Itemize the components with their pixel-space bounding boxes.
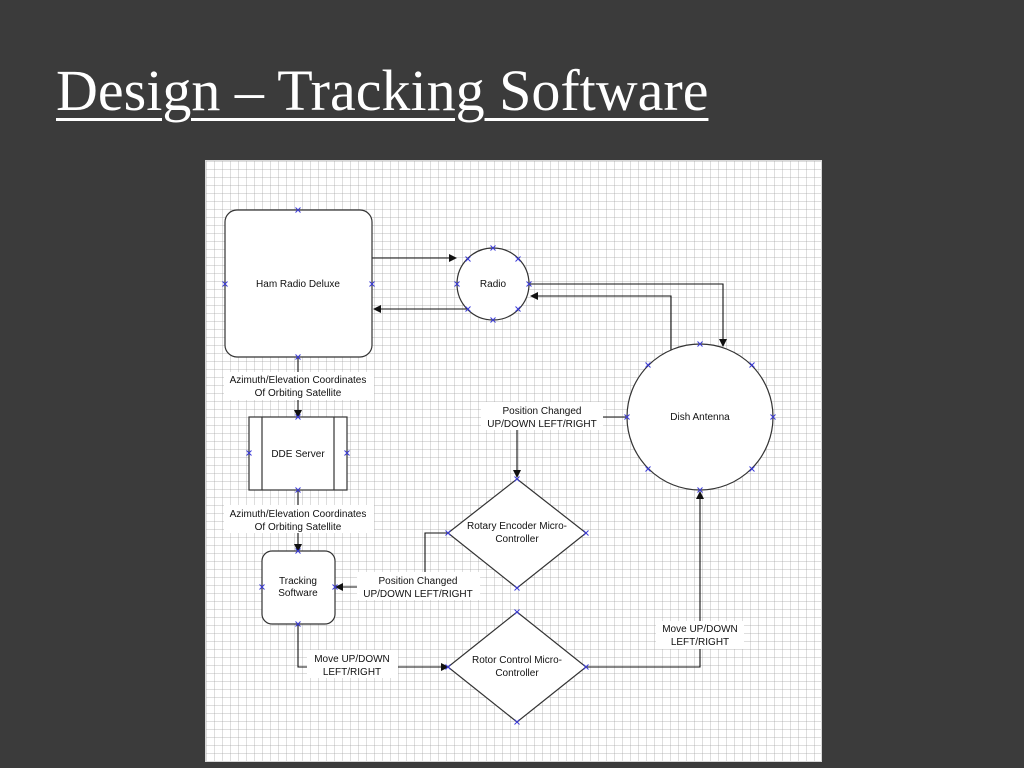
edge-dish-to-radio <box>530 292 672 351</box>
svg-text:Move UP/DOWN: Move UP/DOWN <box>314 654 390 665</box>
connection-point-mark <box>454 281 460 287</box>
connection-point-mark <box>514 609 520 615</box>
svg-text:Of Orbiting Satellite: Of Orbiting Satellite <box>255 522 342 533</box>
edge-radio-to-dish <box>529 283 727 347</box>
edge-label-dish-to-encoder: Position Changed UP/DOWN LEFT/RIGHT <box>481 402 603 430</box>
svg-text:Position Changed: Position Changed <box>503 406 582 417</box>
svg-text:Azimuth/Elevation Coordinates: Azimuth/Elevation Coordinates <box>230 509 367 520</box>
svg-text:UP/DOWN LEFT/RIGHT: UP/DOWN LEFT/RIGHT <box>487 419 596 430</box>
connection-point-mark <box>770 414 776 420</box>
connection-point-mark <box>465 306 471 312</box>
svg-text:Of Orbiting Satellite: Of Orbiting Satellite <box>255 388 342 399</box>
connection-point-mark <box>624 414 630 420</box>
connection-point-mark <box>295 207 301 213</box>
diagram-canvas: Ham Radio Deluxe Radio DDE Server Tracki… <box>222 207 776 725</box>
connection-point-mark <box>295 414 301 420</box>
connection-point-mark <box>295 621 301 627</box>
svg-text:LEFT/RIGHT: LEFT/RIGHT <box>323 667 381 678</box>
dish-antenna-label: Dish Antenna <box>670 412 730 423</box>
svg-text:Azimuth/Elevation Coordinates: Azimuth/Elevation Coordinates <box>230 375 367 386</box>
connection-point-mark <box>515 256 521 262</box>
connection-point-mark <box>445 530 451 536</box>
connection-point-mark <box>490 245 496 251</box>
edge-label-ham-to-dde: Azimuth/Elevation Coordinates Of Orbitin… <box>224 372 374 400</box>
connection-point-mark <box>295 354 301 360</box>
connection-point-mark <box>332 584 338 590</box>
connection-point-mark <box>514 585 520 591</box>
connection-point-mark <box>514 719 520 725</box>
svg-text:UP/DOWN LEFT/RIGHT: UP/DOWN LEFT/RIGHT <box>363 589 472 600</box>
connection-point-mark <box>246 450 252 456</box>
connection-point-mark <box>514 476 520 482</box>
connection-point-mark <box>445 664 451 670</box>
connection-point-mark <box>222 281 228 287</box>
connection-point-mark <box>344 450 350 456</box>
rotor-control-label-line2: Controller <box>495 668 539 679</box>
edge-label-dde-to-tracking: Azimuth/Elevation Coordinates Of Orbitin… <box>224 505 374 533</box>
rotary-encoder-label-line2: Controller <box>495 534 539 545</box>
connection-point-mark <box>259 584 265 590</box>
flow-diagram: Ham Radio Deluxe Radio DDE Server Tracki… <box>205 160 822 762</box>
edge-rotor-to-dish <box>586 491 704 668</box>
svg-text:Position Changed: Position Changed <box>379 576 458 587</box>
connection-points <box>222 207 776 725</box>
dde-server-label: DDE Server <box>271 449 325 460</box>
ham-radio-deluxe-label: Ham Radio Deluxe <box>256 279 340 290</box>
tracking-software-label-line1: Tracking <box>279 576 317 587</box>
connection-point-mark <box>645 362 651 368</box>
edge-label-rotor-to-dish: Move UP/DOWN LEFT/RIGHT <box>656 621 744 649</box>
edge-label-tracking-to-rotor: Move UP/DOWN LEFT/RIGHT <box>307 650 398 678</box>
connection-point-mark <box>749 362 755 368</box>
connection-point-mark <box>515 306 521 312</box>
connection-point-mark <box>295 548 301 554</box>
connection-point-mark <box>583 530 589 536</box>
connection-point-mark <box>749 466 755 472</box>
connection-point-mark <box>490 317 496 323</box>
connection-point-mark <box>645 466 651 472</box>
slide-title: Design – Tracking Software <box>56 58 709 123</box>
svg-text:LEFT/RIGHT: LEFT/RIGHT <box>671 637 729 648</box>
tracking-software-label-line2: Software <box>278 588 318 599</box>
connection-point-mark <box>526 281 532 287</box>
connection-point-mark <box>369 281 375 287</box>
connection-point-mark <box>295 487 301 493</box>
radio-label: Radio <box>480 279 507 290</box>
connection-point-mark <box>697 341 703 347</box>
svg-text:Move UP/DOWN: Move UP/DOWN <box>662 624 738 635</box>
connection-point-mark <box>583 664 589 670</box>
rotary-encoder-label-line1: Rotary Encoder Micro- <box>467 521 567 532</box>
rotor-control-label-line1: Rotor Control Micro- <box>472 655 562 666</box>
connection-point-mark <box>697 487 703 493</box>
rotor-control-node <box>447 611 587 723</box>
connection-point-mark <box>465 256 471 262</box>
edge-label-encoder-to-tracking: Position Changed UP/DOWN LEFT/RIGHT <box>357 572 480 600</box>
